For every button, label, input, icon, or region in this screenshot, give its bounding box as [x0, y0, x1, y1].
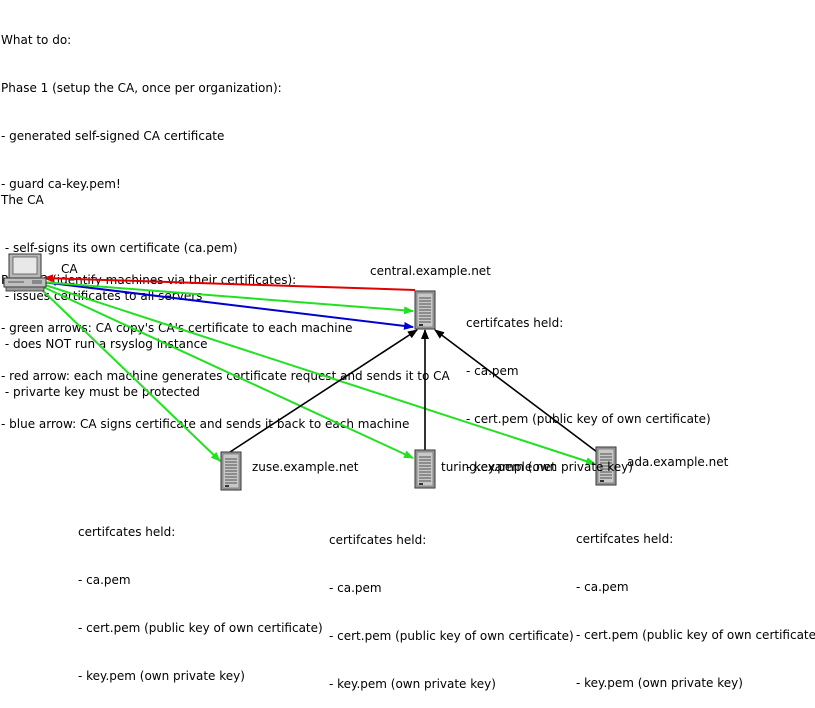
- network-diagram: [3, 253, 617, 491]
- ada-node-name: ada.example.net: [627, 455, 729, 469]
- certs-held-item: - cert.pem (public key of own certificat…: [466, 412, 711, 426]
- turing-certs-held: certifcates held: - ca.pem - cert.pem (p…: [329, 500, 574, 708]
- certs-held-item: - key.pem (own private key): [576, 676, 743, 690]
- certs-held-item: - cert.pem (public key of own certificat…: [78, 621, 323, 635]
- green-arrow-ca-to-zuse: [39, 287, 221, 462]
- instructions: What to do: Phase 1 (setup the CA, once …: [1, 0, 450, 448]
- central-node-name: central.example.net: [370, 264, 491, 278]
- phase1-item: - guard ca-key.pem!: [1, 177, 121, 191]
- zuse-certs-held: certifcates held: - ca.pem - cert.pem (p…: [78, 492, 323, 700]
- ca-info: The CA - self-signs its own certificate …: [1, 160, 238, 416]
- instructions-heading: What to do:: [1, 33, 72, 47]
- ca-label: CA: [61, 262, 78, 276]
- certs-held-item: - key.pem (own private key): [466, 460, 633, 474]
- certs-held-title: certifcates held:: [576, 532, 674, 546]
- green-arrow-ca-to-ada: [41, 283, 596, 466]
- certs-held-item: - key.pem (own private key): [78, 669, 245, 683]
- server-tower-icon: [220, 451, 242, 491]
- turing-node-name: turing.example.net: [441, 460, 556, 474]
- phase1-item: - generated self-signed CA certificate: [1, 129, 225, 143]
- server-tower-icon: [414, 449, 436, 489]
- phase1-title: Phase 1 (setup the CA, once per organiza…: [1, 81, 282, 95]
- certs-held-item: - key.pem (own private key): [329, 677, 496, 691]
- ca-info-item: - privarte key must be protected: [1, 385, 200, 399]
- black-arrow-ada-to-central: [434, 329, 598, 453]
- desktop-computer-icon: [3, 253, 47, 292]
- black-arrow-zuse-to-central: [229, 329, 418, 453]
- ca-info-item: - does NOT run a rsyslog instance: [1, 337, 208, 351]
- green-arrow-ca-to-central: [41, 281, 414, 315]
- ca-info-item: - self-signs its own certificate (ca.pem…: [1, 241, 238, 255]
- certs-held-item: - cert.pem (public key of own certificat…: [329, 629, 574, 643]
- central-certs-held: certifcates held: - ca.pem - cert.pem (p…: [466, 283, 711, 491]
- phase2-item: - red arrow: each machine generates cert…: [1, 369, 450, 383]
- certs-held-item: - ca.pem: [329, 581, 382, 595]
- ada-certs-held: certifcates held: - ca.pem - cert.pem (p…: [576, 499, 815, 707]
- certs-held-title: certifcates held:: [466, 316, 564, 330]
- certs-held-item: - ca.pem: [78, 573, 131, 587]
- ca-info-title: The CA: [1, 193, 44, 207]
- phase2-item: - blue arrow: CA signs certificate and s…: [1, 417, 410, 431]
- certs-held-item: - ca.pem: [576, 580, 629, 594]
- blue-arrow-ca-to-central: [41, 281, 414, 330]
- certs-held-item: - ca.pem: [466, 364, 519, 378]
- certs-held-title: certifcates held:: [78, 525, 176, 539]
- phase2-item: - green arrows: CA copy's CA's certifica…: [1, 321, 353, 335]
- zuse-node-name: zuse.example.net: [252, 460, 359, 474]
- server-tower-icon: [414, 290, 436, 330]
- certs-held-title: certifcates held:: [329, 533, 427, 547]
- certs-held-item: - cert.pem (public key of own certificat…: [576, 628, 815, 642]
- green-arrow-ca-to-turing: [40, 285, 414, 459]
- red-arrow-central-to-ca: [43, 274, 416, 291]
